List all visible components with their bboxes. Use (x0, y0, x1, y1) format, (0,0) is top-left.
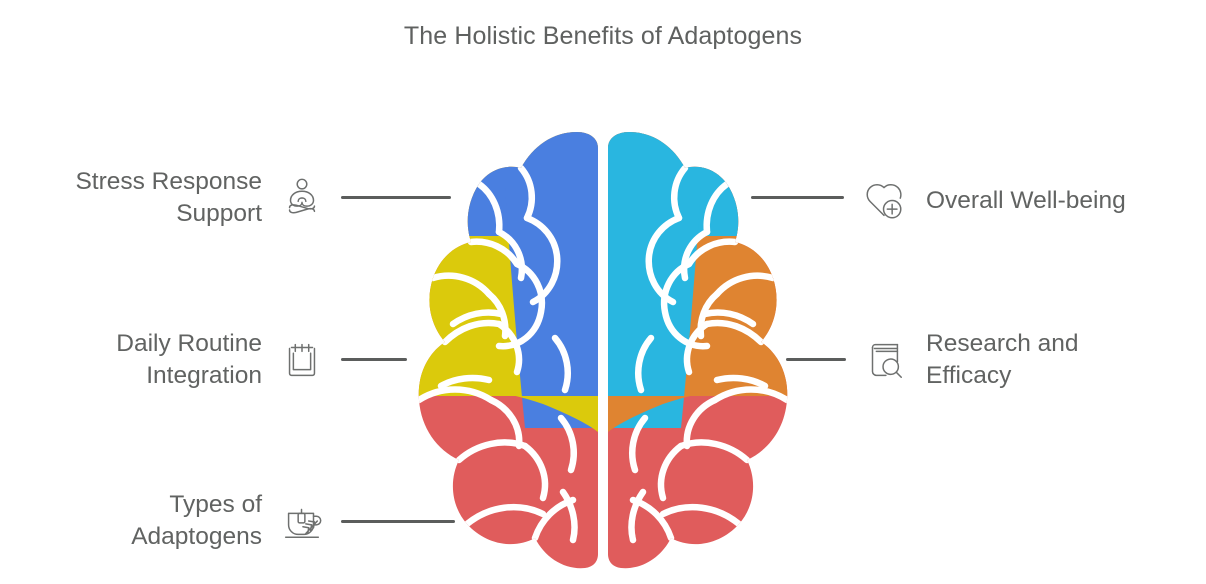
left-item-types-of-adaptogens[interactable]: Types of Adaptogens (131, 489, 326, 554)
page-title: The Holistic Benefits of Adaptogens (403, 22, 803, 50)
connector-line-left-2 (341, 520, 455, 523)
book-search-icon (860, 336, 908, 384)
left-item-stress-response-support[interactable]: Stress Response Support (75, 166, 326, 231)
brain-right-folds (628, 164, 788, 544)
left-item-daily-routine-integration[interactable]: Daily Routine Integration (116, 328, 326, 393)
right-item-label-1: Research and Efficacy (926, 330, 1079, 390)
right-item-research-and-efficacy[interactable]: Research and Efficacy (860, 328, 1079, 393)
connector-line-left-1 (341, 358, 407, 361)
brain-illustration (393, 128, 813, 580)
heart-plus-icon (860, 177, 908, 225)
connector-line-right-1 (786, 358, 846, 361)
connector-line-left-0 (341, 196, 451, 199)
calendar-icon (278, 336, 326, 384)
meditation-person-icon (278, 174, 326, 222)
tea-cup-leaf-icon (278, 497, 326, 545)
left-item-label-0: Stress Response Support (75, 168, 262, 228)
connector-line-right-0 (751, 196, 844, 199)
right-item-overall-well-being[interactable]: Overall Well-being (860, 177, 1126, 225)
right-item-label-0: Overall Well-being (926, 186, 1126, 214)
left-item-label-1: Daily Routine Integration (116, 330, 262, 390)
left-item-label-2: Types of Adaptogens (131, 491, 262, 551)
brain-left-folds (418, 164, 578, 544)
brain-central-fissure (598, 128, 608, 580)
